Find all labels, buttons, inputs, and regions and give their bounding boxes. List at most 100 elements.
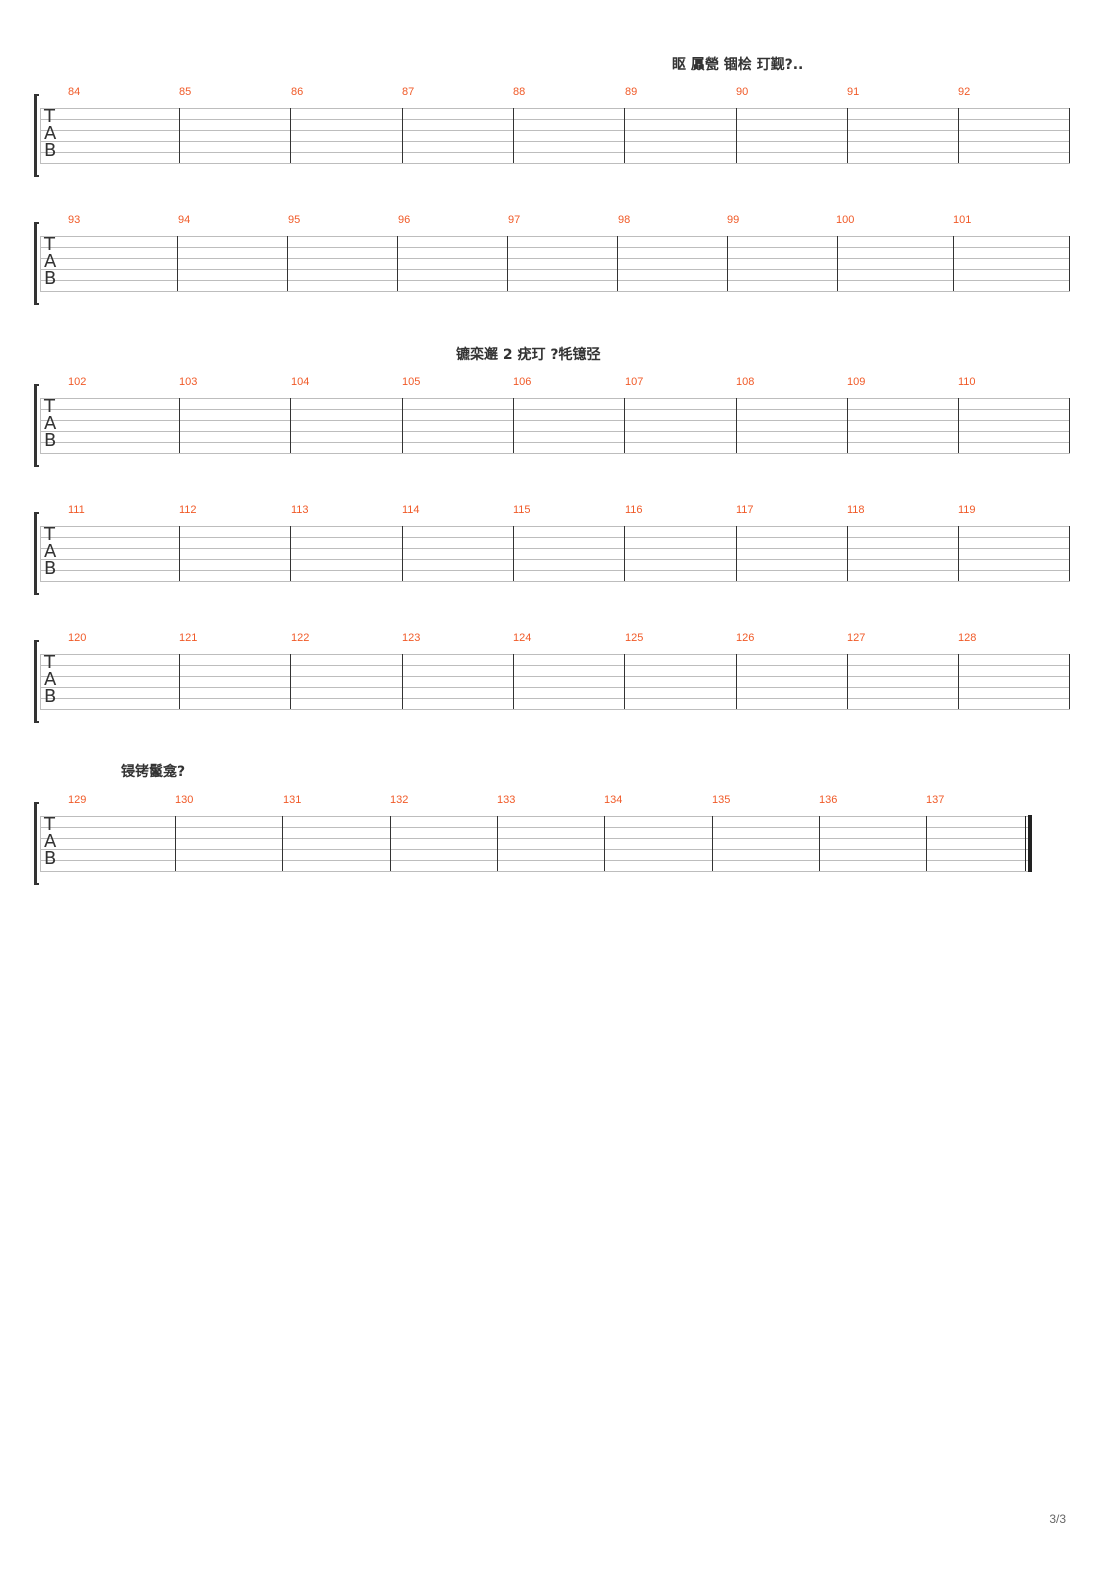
measure-number: 98: [618, 214, 631, 226]
measure-number: 99: [727, 214, 740, 226]
measure-number: 130: [175, 794, 194, 806]
measure-number: 114: [402, 504, 420, 516]
tab-clef-t: T: [44, 652, 55, 673]
measure-number: 132: [390, 794, 409, 806]
staff-line: [40, 280, 1070, 281]
barline: [177, 236, 178, 291]
barline: [513, 526, 514, 581]
system-bracket: [34, 640, 39, 723]
staff-line: [40, 827, 1030, 828]
measure-number: 123: [402, 632, 421, 644]
barline-end: [1069, 398, 1070, 453]
staff-line: [40, 258, 1070, 259]
measure-number: 124: [513, 632, 532, 644]
measure-number: 136: [819, 794, 838, 806]
measure-number: 102: [68, 376, 87, 388]
measure-number: 119: [958, 504, 976, 516]
barline: [604, 816, 605, 871]
barline: [712, 816, 713, 871]
barline: [926, 816, 927, 871]
staff-start-line: [40, 236, 41, 291]
measure-number: 94: [178, 214, 191, 226]
measure-number: 127: [847, 632, 866, 644]
barline: [736, 398, 737, 453]
staff-line: [40, 709, 1070, 710]
barline: [402, 526, 403, 581]
staff-line: [40, 860, 1030, 861]
measure-number: 106: [513, 376, 532, 388]
staff-line: [40, 420, 1070, 421]
tab-clef-a: A: [44, 251, 57, 272]
system-bracket: [34, 94, 39, 177]
staff-line: [40, 431, 1070, 432]
barline: [624, 398, 625, 453]
measure-number: 108: [736, 376, 755, 388]
tab-clef-b: B: [44, 686, 57, 707]
tab-clef-t: T: [44, 106, 55, 127]
barline: [847, 526, 848, 581]
barline: [513, 654, 514, 709]
staff-line: [40, 849, 1030, 850]
system-bracket: [34, 512, 39, 595]
staff-line: [40, 548, 1070, 549]
staff-line: [40, 581, 1070, 582]
measure-number: 90: [736, 86, 749, 98]
barline: [397, 236, 398, 291]
system-bracket: [34, 222, 39, 305]
barline: [402, 108, 403, 163]
barline: [179, 654, 180, 709]
measure-number: 134: [604, 794, 623, 806]
staff-line: [40, 130, 1070, 131]
measure-number: 133: [497, 794, 516, 806]
staff-line: [40, 269, 1070, 270]
barline: [290, 398, 291, 453]
barline: [958, 398, 959, 453]
measure-number: 100: [836, 214, 855, 226]
staff-line: [40, 409, 1070, 410]
staff-line: [40, 816, 1030, 817]
staff-start-line: [40, 526, 41, 581]
staff-line: [40, 236, 1070, 237]
staff-line: [40, 537, 1070, 538]
measure-number: 105: [402, 376, 421, 388]
barline: [624, 108, 625, 163]
barline: [958, 108, 959, 163]
measure-number: 91: [847, 86, 860, 98]
measure-number: 110: [958, 376, 976, 388]
barline: [736, 526, 737, 581]
staff-line: [40, 442, 1070, 443]
measure-number: 112: [179, 504, 197, 516]
tab-clef-t: T: [44, 234, 55, 255]
staff-line: [40, 163, 1070, 164]
tab-clef-b: B: [44, 268, 57, 289]
barline: [282, 816, 283, 871]
final-barline-thick: [1028, 815, 1032, 872]
barline-end: [1069, 236, 1070, 291]
staff-line: [40, 559, 1070, 560]
measure-number: 86: [291, 86, 304, 98]
barline: [402, 398, 403, 453]
tab-clef-b: B: [44, 848, 57, 869]
barline: [736, 654, 737, 709]
measure-number: 101: [953, 214, 972, 226]
barline: [513, 398, 514, 453]
staff-line: [40, 676, 1070, 677]
barline-end: [1069, 108, 1070, 163]
measure-number: 122: [291, 632, 310, 644]
measure-number: 97: [508, 214, 521, 226]
barline: [179, 526, 180, 581]
measure-number: 120: [68, 632, 87, 644]
measure-number: 92: [958, 86, 971, 98]
tab-clef-b: B: [44, 558, 57, 579]
staff-line: [40, 141, 1070, 142]
barline: [727, 236, 728, 291]
staff-line: [40, 687, 1070, 688]
tab-clef-t: T: [44, 814, 55, 835]
measure-number: 95: [288, 214, 301, 226]
measure-number: 85: [179, 86, 192, 98]
barline: [847, 398, 848, 453]
tab-clef-a: A: [44, 669, 57, 690]
measure-number: 107: [625, 376, 644, 388]
staff-start-line: [40, 108, 41, 163]
barline: [953, 236, 954, 291]
